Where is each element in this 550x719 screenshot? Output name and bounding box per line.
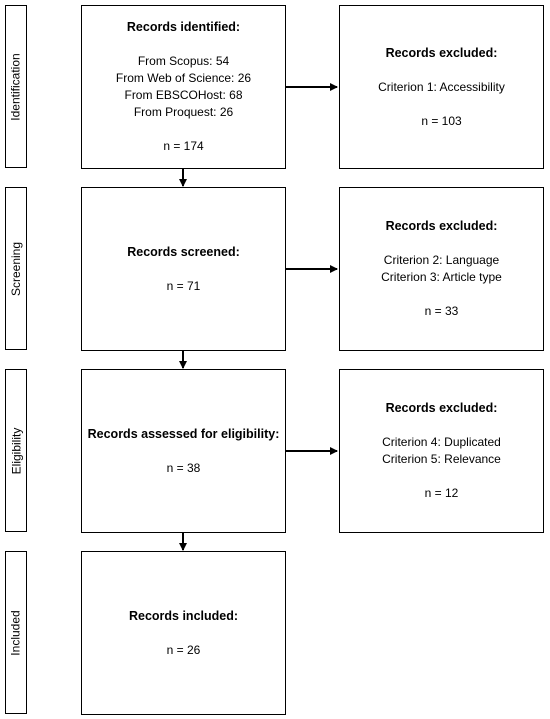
excluded-2-criterion-language: Criterion 2: Language [383, 253, 500, 267]
excluded-2-count: n = 33 [424, 304, 459, 318]
stage-identification-label: Identification [9, 52, 24, 121]
records-screened-title: Records screened: [127, 244, 240, 259]
records-excluded-box-3: Records excluded: Criterion 4: Duplicate… [339, 369, 544, 533]
records-identified-count: n = 174 [163, 139, 204, 153]
excluded-3-count: n = 12 [424, 486, 459, 500]
source-ebscohost: From EBSCOHost: 68 [124, 88, 243, 102]
records-included-title: Records included: [128, 608, 239, 623]
excluded-2-criterion-article-type: Criterion 3: Article type [381, 270, 502, 284]
stage-screening: Screening [5, 187, 27, 350]
stage-included-label: Included [9, 609, 23, 656]
records-eligibility-count: n = 38 [166, 460, 201, 475]
records-excluded-box-1: Records excluded: Criterion 1: Accessibi… [339, 5, 544, 169]
records-identified-box: Records identified: From Scopus: 54 From… [81, 5, 286, 169]
stage-included: Included [5, 551, 27, 714]
stage-identification: Identification [5, 5, 27, 168]
excluded-3-criterion-duplicated: Criterion 4: Duplicated [382, 435, 501, 449]
records-included-box: Records included: n = 26 [81, 551, 286, 715]
excluded-1-criterion: Criterion 1: Accessibility [378, 79, 505, 94]
records-included-count: n = 26 [166, 642, 201, 657]
records-eligibility-box: Records assessed for eligibility: n = 38 [81, 369, 286, 533]
excluded-1-title: Records excluded: [385, 45, 498, 60]
excluded-3-title: Records excluded: [385, 401, 498, 415]
stage-eligibility-label: Eligibility [9, 427, 23, 474]
excluded-3-criterion-relevance: Criterion 5: Relevance [382, 452, 501, 466]
source-web-of-science: From Web of Science: 26 [115, 71, 252, 85]
source-proquest: From Proquest: 26 [133, 105, 234, 119]
records-identified-title: Records identified: [126, 20, 241, 34]
records-excluded-box-2: Records excluded: Criterion 2: Language … [339, 187, 544, 351]
records-screened-box: Records screened: n = 71 [81, 187, 286, 351]
records-screened-count: n = 71 [166, 278, 201, 293]
stage-eligibility: Eligibility [5, 369, 27, 532]
stage-screening-label: Screening [9, 241, 24, 296]
excluded-1-count: n = 103 [421, 113, 462, 128]
records-eligibility-title: Records assessed for eligibility: [87, 426, 280, 441]
source-scopus: From Scopus: 54 [137, 54, 230, 68]
excluded-2-title: Records excluded: [385, 219, 498, 233]
